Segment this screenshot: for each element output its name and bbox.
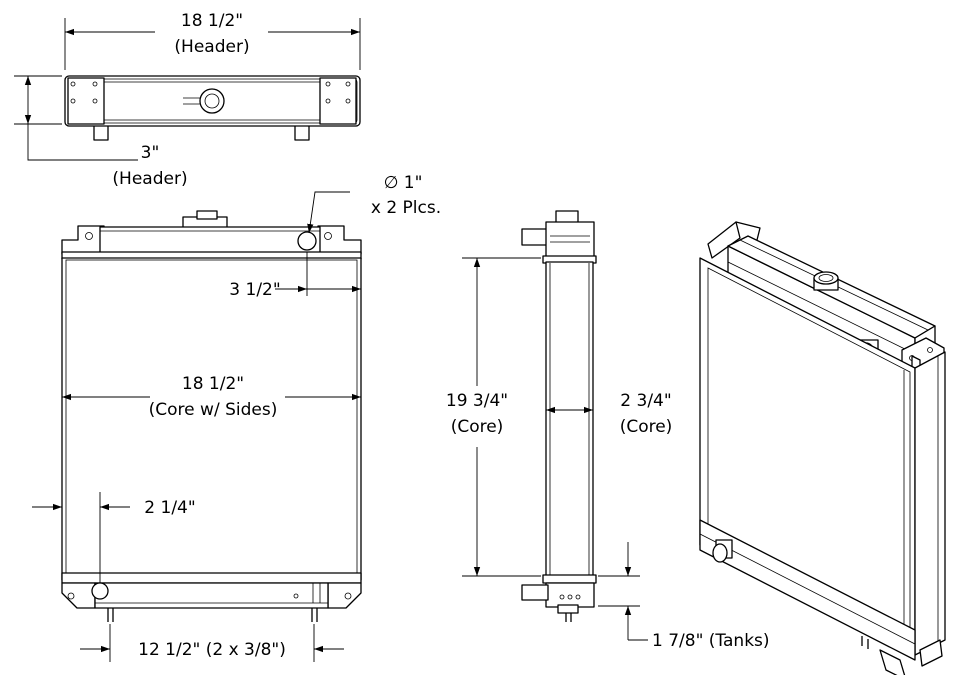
side-view (521, 210, 597, 622)
core-width-dimension: 18 1/2" (Core w/ Sides) (62, 374, 361, 420)
stud-spacing-value: 12 1/2" (2 x 3/8") (138, 640, 286, 660)
core-width-note: (Core w/ Sides) (149, 400, 278, 420)
header-depth-value: 3" (141, 143, 160, 163)
header-width-value: 18 1/2" (181, 11, 243, 31)
inlet-diameter-callout: ∅ 1" x 2 Plcs. (307, 173, 441, 234)
core-depth-note: (Core) (620, 417, 673, 437)
stud-spacing-dimension: 12 1/2" (2 x 3/8") (80, 624, 344, 662)
outlet-offset-value: 2 1/4" (144, 498, 195, 518)
core-height-note: (Core) (451, 417, 504, 437)
inlet-offset-dimension: 3 1/2" (229, 252, 361, 300)
inlet-diameter-value: ∅ 1" (384, 173, 423, 193)
isometric-view (699, 221, 946, 675)
core-depth-value: 2 3/4" (620, 391, 671, 411)
core-height-dimension: 19 3/4" (Core) (446, 257, 541, 577)
core-height-value: 19 3/4" (446, 391, 508, 411)
header-depth-dimension: 3" (Header) (14, 75, 188, 189)
core-width-value: 18 1/2" (182, 374, 244, 394)
tank-height-dimension: 1 7/8" (Tanks) (598, 542, 770, 651)
tank-height-value: 1 7/8" (Tanks) (652, 631, 770, 651)
inlet-diameter-note: x 2 Plcs. (371, 198, 441, 218)
header-depth-note: (Header) (112, 169, 187, 189)
core-depth-dimension: 2 3/4" (Core) (546, 391, 672, 437)
header-width-note: (Header) (174, 37, 249, 57)
inlet-offset-value: 3 1/2" (229, 280, 280, 300)
outlet-offset-dimension: 2 1/4" (32, 492, 196, 583)
top-view (64, 75, 361, 141)
front-view (61, 210, 362, 622)
header-width-dimension: 18 1/2" (Header) (64, 11, 361, 70)
